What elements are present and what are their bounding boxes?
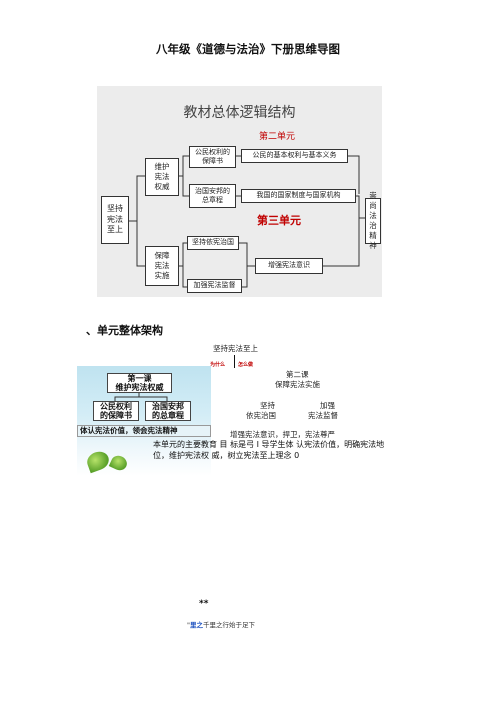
footer-highlight: 里之	[190, 621, 203, 629]
branch-implement-node: 保障宪法实施	[145, 246, 179, 286]
why-label: 为什么	[210, 362, 226, 368]
footer-quote: "里之千里之行始于足下	[187, 619, 255, 629]
rights-box: 公民权利 的保障书	[93, 401, 139, 421]
logic-structure-diagram: 教材总体逻辑结构 第二单元 第三单元 坚持宪法至上 维护宪法权威 保障宪法实施 …	[97, 86, 382, 297]
rights-guarantee-node: 公民权利的保障书	[189, 146, 236, 168]
supervise-label: 加强	[320, 401, 335, 410]
rule-of-law-spirit-node: 崇尚法治精神	[365, 191, 381, 250]
footer-quote-mark: "	[187, 621, 190, 629]
rights-line2: 的保障书	[100, 411, 132, 420]
awareness-line: 增强宪法意识，捍卫，宪法尊严	[230, 430, 335, 439]
lesson1-line1: 第一课	[127, 373, 152, 383]
rule-label: 坚持	[260, 401, 275, 410]
basic-rights-node: 公民的基本权利与基本义务	[241, 149, 348, 163]
document-title: 八年级《道德与法治》下册思维导图	[156, 42, 340, 56]
state-line2: 的总章程	[152, 411, 184, 420]
footer-text: 千里之行始于足下	[203, 621, 255, 629]
supervise-sub-label: 宪法监督	[308, 411, 338, 420]
unit-objective-text: 本单元的主要教育 目 标是弓 I 导学生体 认宪法价值，明确宪法地位，维护宪法权…	[153, 440, 385, 460]
how-label: 怎么做	[238, 362, 254, 368]
unit3-label: 第三单元	[257, 214, 301, 227]
diagram-title: 教材总体逻辑结构	[183, 105, 296, 121]
state-charter-node: 治国安邦的总章程	[189, 184, 236, 208]
rule-sub-label: 依宪治国	[246, 411, 276, 420]
state-box: 治国安邦 的总章程	[145, 401, 191, 421]
lesson2-title: 保障宪法实施	[275, 380, 320, 389]
branch-maintain-node: 维护宪法权威	[145, 158, 179, 196]
leaf-decoration	[84, 448, 112, 474]
leaf-decoration	[108, 453, 130, 473]
root-node: 坚持宪法至上	[101, 196, 129, 244]
lesson1-image: 第一课 维护宪法权威 公民权利 的保障书 治国安邦 的总章程 体认宪法价值，领会…	[77, 366, 211, 476]
tree-lines	[114, 393, 168, 401]
awareness-node: 增强宪法意识	[255, 258, 323, 274]
lesson1-box: 第一课 维护宪法权威	[107, 373, 172, 393]
constitutional-rule-node: 坚持依宪治国	[187, 236, 239, 250]
rights-line1: 公民权利	[100, 401, 132, 411]
lesson2-label: 第二课	[286, 370, 309, 379]
divider	[234, 355, 235, 368]
section-heading: 、单元整体架构	[86, 324, 163, 337]
supervision-node: 加强宪法监督	[187, 279, 242, 293]
state-system-node: 我国的国家制度与国家机构	[241, 189, 356, 203]
top-label: 坚持宪法至上	[213, 344, 258, 353]
separator-stars: **	[199, 599, 209, 609]
state-line1: 治国安邦	[152, 401, 184, 411]
unit2-label: 第二单元	[259, 132, 296, 142]
lesson1-line2: 维护宪法权威	[115, 383, 164, 392]
value-bar: 体认宪法价值，领会宪法精神	[77, 425, 211, 437]
connector-lines	[129, 155, 365, 288]
